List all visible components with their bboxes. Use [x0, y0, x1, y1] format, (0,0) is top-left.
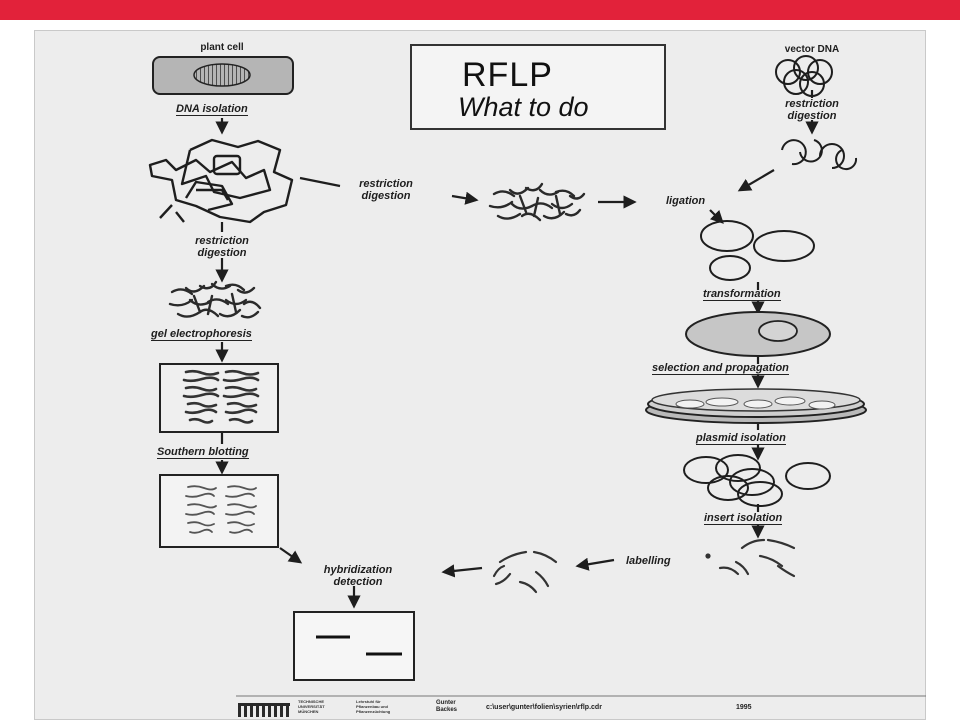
label-ligation: ligation: [666, 195, 706, 207]
detection-result-image: [293, 611, 415, 681]
title-rflp: RFLP: [462, 56, 553, 94]
label-right-restriction-digestion: restriction digestion: [785, 98, 839, 122]
left-digested-fragments-icon: [168, 280, 262, 319]
digested-vector-arcs-icon: [781, 139, 858, 171]
left-flow-arrows: [215, 118, 361, 609]
footer-chair: Lehrstuhl für Pflanzenbau und Pflanzenzü…: [356, 699, 391, 714]
slide-footer: TECHNISCHE UNIVERSITÄT MÜNCHEN Lehrstuhl…: [236, 696, 926, 718]
middle-digested-fragments-icon: [488, 182, 586, 222]
title-box: RFLP What to do: [410, 44, 666, 130]
label-plant-cell: plant cell: [200, 42, 244, 53]
petri-dish-icon: [645, 388, 867, 424]
label-selection-and-propagation: selection and propagation: [652, 362, 789, 375]
label-transformation: transformation: [703, 288, 781, 301]
labelled-probe-fragments-icon: [492, 550, 558, 594]
footer-university: TECHNISCHE UNIVERSITÄT MÜNCHEN: [298, 699, 325, 714]
southern-blot-image: [159, 474, 279, 548]
plant-cell-icon: [152, 56, 294, 95]
title-what-to-do: What to do: [458, 92, 589, 122]
middle-flow-arrows: [299, 176, 637, 578]
isolated-plasmids-icon: [683, 454, 831, 507]
footer-author: Gunter Backes: [436, 700, 458, 713]
gel-electrophoresis-image: [159, 363, 279, 433]
genomic-dna-tangle: [148, 138, 294, 224]
footer-year: 1995: [736, 704, 752, 711]
top-accent-bar: [0, 0, 960, 20]
vector-dna-circles-icon: [775, 55, 833, 97]
label-insert-isolation: insert isolation: [704, 512, 783, 525]
label-vector-dna: vector DNA: [784, 44, 840, 55]
label-gel-electrophoresis: gel electrophoresis: [151, 328, 252, 341]
tum-logo-icon: [238, 703, 290, 717]
label-plasmid-isolation: plasmid isolation: [696, 432, 786, 445]
label-dna-isolation: DNA isolation: [176, 103, 248, 116]
label-southern-blotting: Southern blotting: [157, 446, 249, 459]
footer-file-path: c:\user\gunter\folien\syrien\rflp.cdr: [486, 704, 602, 711]
label-left-restriction-digestion: restriction digestion: [195, 235, 249, 259]
label-middle-restriction-digestion: restriction digestion: [359, 178, 413, 202]
transformed-cell-icon: [685, 311, 831, 357]
label-labelling: labelling: [626, 555, 671, 567]
insert-fragments-icon: [705, 538, 796, 578]
ligated-plasmids-icon: [700, 220, 815, 281]
label-hybridization-detection: hybridization detection: [323, 564, 393, 588]
